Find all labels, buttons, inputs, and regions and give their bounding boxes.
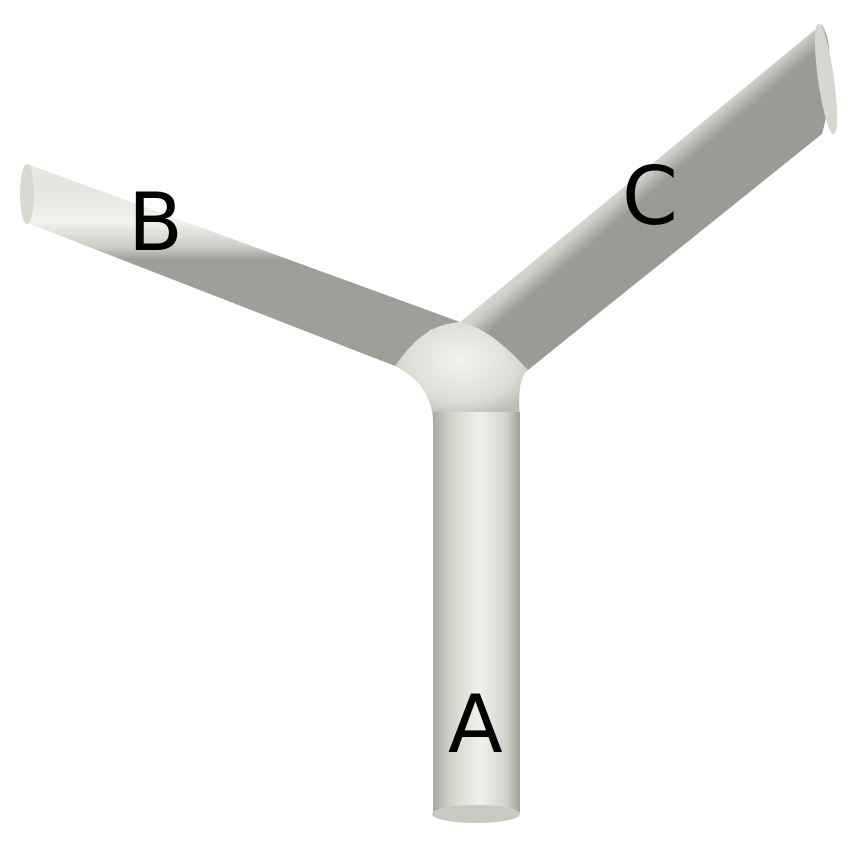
tube-end-cap-b [20, 164, 34, 224]
label-c: C [622, 150, 678, 243]
label-b: B [128, 176, 183, 269]
tube-end-cap-a [432, 805, 520, 823]
tube-junction [395, 322, 528, 420]
tube-end-cap-c [814, 23, 838, 135]
label-a: A [448, 678, 503, 771]
tube-branch-b [22, 164, 460, 366]
tube-branch-c [460, 24, 831, 370]
tube-trunk-a [433, 412, 520, 821]
